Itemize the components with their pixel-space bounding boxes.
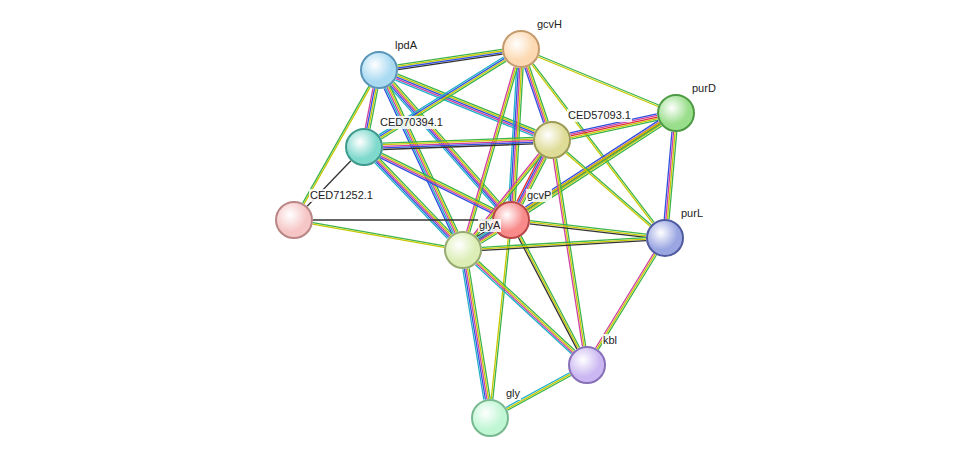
evidence-stripe	[598, 255, 656, 350]
evidence-stripe	[596, 253, 654, 348]
evidence-stripe	[482, 241, 646, 251]
node-label: CED71252.1	[309, 189, 374, 202]
evidence-stripe	[553, 159, 582, 346]
interaction-edge	[566, 152, 651, 226]
interaction-edge	[482, 238, 646, 251]
node-circle	[275, 201, 313, 239]
evidence-stripe	[491, 239, 508, 399]
protein-node: gcvH	[502, 30, 540, 68]
interaction-edge	[538, 56, 658, 107]
node-circle	[444, 231, 482, 269]
protein-node: glyA	[444, 231, 482, 269]
protein-node: CED57093.1	[533, 121, 571, 159]
interaction-edge	[375, 158, 452, 238]
protein-node: purD	[657, 94, 695, 132]
node-circle	[471, 399, 509, 437]
interaction-edge	[596, 253, 657, 349]
evidence-stripe	[482, 239, 646, 249]
protein-node: CED70394.1	[345, 128, 383, 166]
interaction-edge	[525, 66, 548, 123]
evidence-stripe	[538, 57, 658, 106]
evidence-stripe	[466, 269, 487, 399]
node-label: glyA	[478, 219, 501, 232]
evidence-stripe	[555, 159, 584, 346]
interaction-edge	[518, 236, 579, 349]
evidence-stripe	[468, 269, 489, 399]
interaction-edge	[553, 159, 585, 347]
node-circle	[657, 94, 695, 132]
node-circle	[533, 121, 571, 159]
evidence-stripe	[506, 373, 570, 408]
interaction-edge	[383, 138, 533, 150]
evidence-stripe	[376, 162, 449, 238]
node-circle	[568, 346, 606, 384]
evidence-stripe	[377, 161, 450, 237]
interaction-edge	[397, 49, 502, 69]
interaction-edge	[313, 220, 492, 221]
evidence-stripe	[313, 219, 492, 220]
evidence-stripe	[597, 254, 655, 349]
evidence-stripe	[475, 265, 571, 354]
protein-node: gly	[471, 399, 509, 437]
node-label: purD	[691, 82, 717, 95]
protein-node: lpdA	[360, 51, 398, 89]
node-label: purL	[680, 207, 704, 220]
node-label: kbl	[602, 334, 618, 347]
evidence-stripe	[463, 269, 484, 399]
evidence-stripe	[375, 163, 448, 239]
evidence-stripe	[464, 269, 485, 399]
evidence-stripe	[566, 153, 650, 226]
evidence-stripe	[664, 132, 672, 219]
protein-node: kbl	[568, 346, 606, 384]
node-label: gly	[505, 387, 521, 400]
evidence-stripe	[477, 262, 573, 351]
evidence-stripe	[313, 224, 445, 247]
evidence-stripe	[379, 158, 452, 234]
evidence-stripe	[380, 58, 505, 136]
protein-node: purL	[646, 219, 684, 257]
evidence-stripe	[398, 53, 502, 68]
evidence-stripe	[666, 132, 674, 219]
node-label: gcvH	[536, 18, 563, 31]
evidence-stripe	[528, 67, 547, 122]
node-circle	[345, 128, 383, 166]
interaction-edge	[664, 132, 676, 220]
evidence-stripe	[367, 88, 375, 128]
node-label: CED70394.1	[379, 116, 444, 129]
evidence-stripe	[530, 221, 646, 235]
evidence-stripe	[469, 268, 490, 398]
interaction-edge	[463, 268, 490, 399]
evidence-stripe	[398, 51, 502, 66]
evidence-stripe	[313, 223, 445, 246]
node-circle	[646, 219, 684, 257]
node-label: CED57093.1	[567, 109, 632, 122]
interaction-edge	[506, 373, 571, 411]
evidence-stripe	[378, 160, 451, 236]
evidence-stripe	[383, 144, 533, 150]
interaction-edge	[365, 88, 377, 129]
evidence-stripe	[479, 261, 575, 350]
evidence-stripe	[493, 239, 510, 399]
node-label: lpdA	[394, 39, 418, 52]
node-circle	[360, 51, 398, 89]
interaction-edge	[475, 261, 574, 354]
evidence-stripe	[525, 121, 658, 207]
interaction-edge	[530, 221, 647, 238]
evidence-stripe	[530, 222, 646, 236]
interaction-edge	[313, 223, 445, 248]
evidence-stripe	[567, 152, 651, 225]
evidence-stripe	[476, 264, 572, 353]
interaction-edge	[491, 239, 510, 399]
evidence-stripe	[530, 224, 646, 238]
node-circle	[502, 30, 540, 68]
protein-node: CED71252.1	[275, 201, 313, 239]
node-label: gcvP	[526, 189, 552, 202]
